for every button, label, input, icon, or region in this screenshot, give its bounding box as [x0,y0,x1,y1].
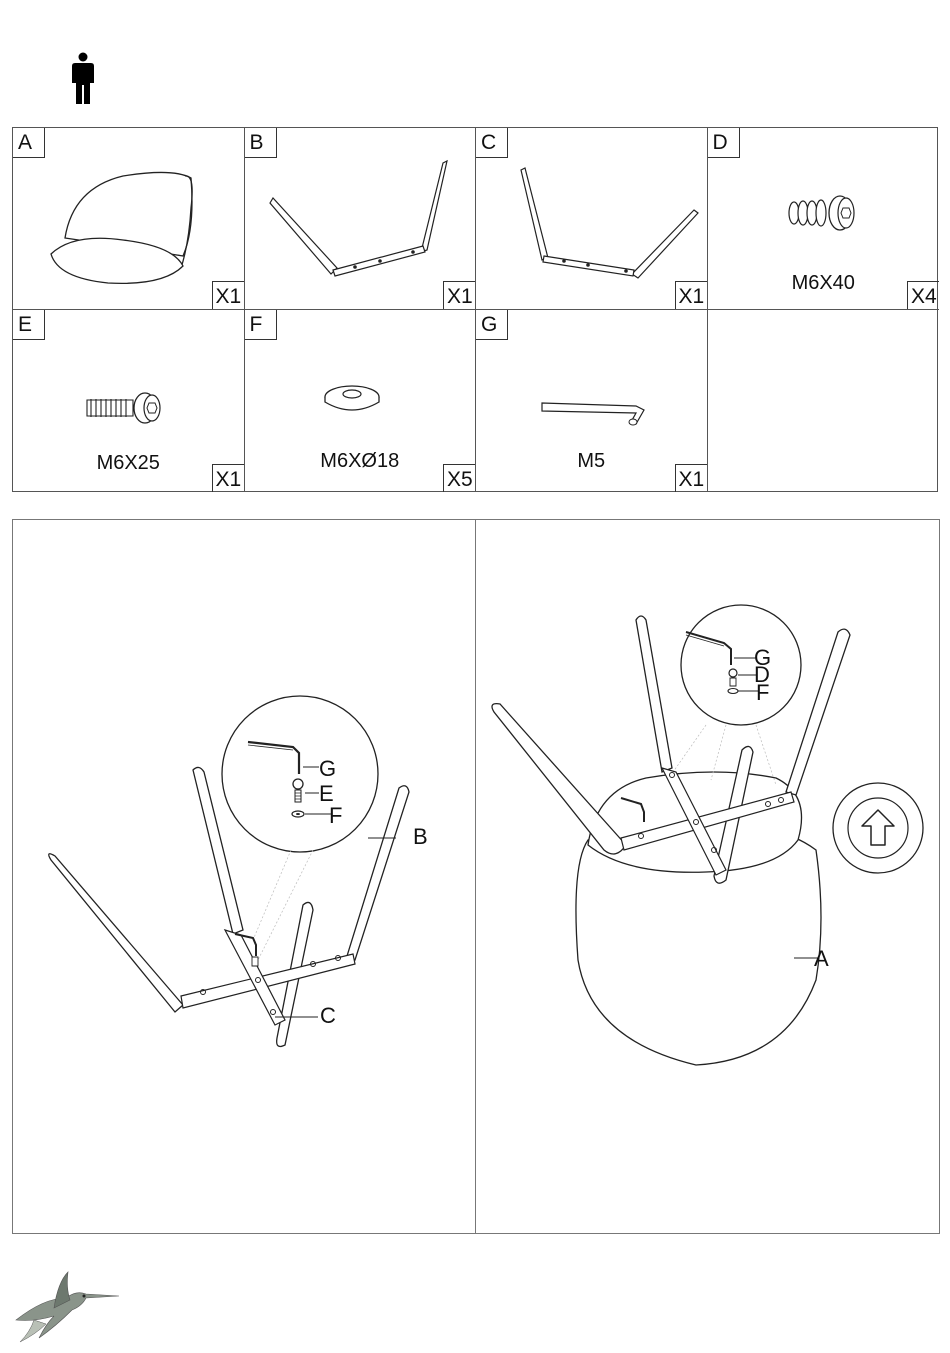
label-part-a: A [814,946,829,971]
rotate-upright-arrow-icon [833,783,923,873]
label-part-b: B [413,824,428,849]
parts-table: A X1 B X1 C X1 D [12,127,938,492]
part-quantity: X1 [212,464,244,492]
part-spec: M6X25 [13,452,244,475]
assembly-step-2: G D F A [475,519,940,1234]
label-part-c: C [320,1003,336,1028]
part-quantity: X4 [907,281,939,309]
part-quantity: X5 [443,464,475,492]
part-quantity: X1 [675,464,707,492]
part-cell-c: C X1 [476,128,708,310]
step2-illustration: G D F A [476,520,941,1235]
assembly-step-1: G E F B C [12,519,476,1234]
callout-label-f: F [756,680,769,705]
leg-frame-c-illustration [476,128,707,310]
part-cell-a: A X1 [13,128,245,310]
part-spec: M6X40 [708,272,940,295]
callout-label-f: F [329,803,342,828]
seat-shell-illustration [13,128,244,310]
part-cell-f: F M6XØ18 X5 [245,310,477,492]
part-quantity: X1 [443,281,475,309]
step1-illustration: G E F B C [13,520,477,1235]
hummingbird-logo [14,1268,124,1344]
part-cell-g: G M5 X1 [476,310,708,492]
part-quantity: X1 [212,281,244,309]
part-cell-d: D M6X40 X4 [708,128,940,310]
person-icon [68,52,98,106]
part-cell-b: B X1 [245,128,477,310]
part-spec: M5 [476,450,707,473]
part-quantity: X1 [675,281,707,309]
callout-label-g: G [319,756,336,781]
leg-frame-b-illustration [245,128,476,310]
part-cell-empty [708,310,940,492]
part-spec: M6XØ18 [245,450,476,473]
part-cell-e: E M6X25 X1 [13,310,245,492]
